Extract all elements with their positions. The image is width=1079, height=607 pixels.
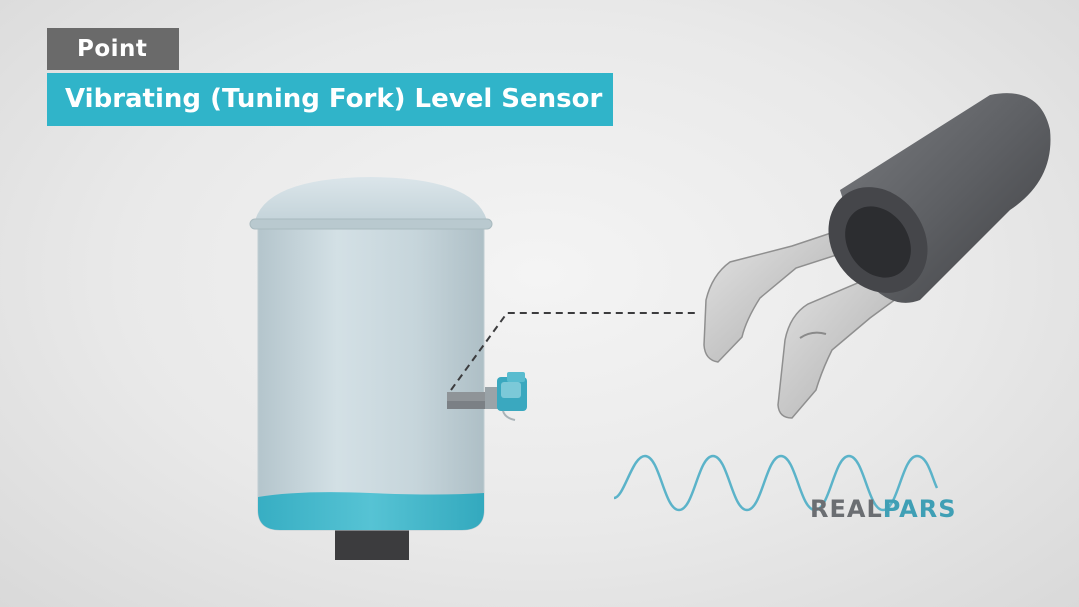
sine-wave-icon [613, 454, 939, 512]
tuning-fork-sensor-icon [703, 93, 1051, 419]
brand-part2: PARS [882, 495, 957, 523]
leader-line [450, 312, 695, 391]
mounted-sensor-icon [447, 372, 527, 421]
brand-logo: REALPARS [810, 495, 956, 523]
tank-liquid [258, 492, 484, 530]
brand-part1: REAL [810, 495, 883, 523]
tank-rim [249, 218, 493, 230]
fork-tine-back [703, 227, 853, 363]
tank-body [257, 227, 485, 531]
page-title: Vibrating (Tuning Fork) Level Sensor [47, 73, 613, 126]
fork-tine-front [777, 253, 916, 419]
storage-tank-icon [249, 177, 493, 560]
category-label: Point [47, 28, 179, 70]
tank-dome [254, 177, 488, 225]
